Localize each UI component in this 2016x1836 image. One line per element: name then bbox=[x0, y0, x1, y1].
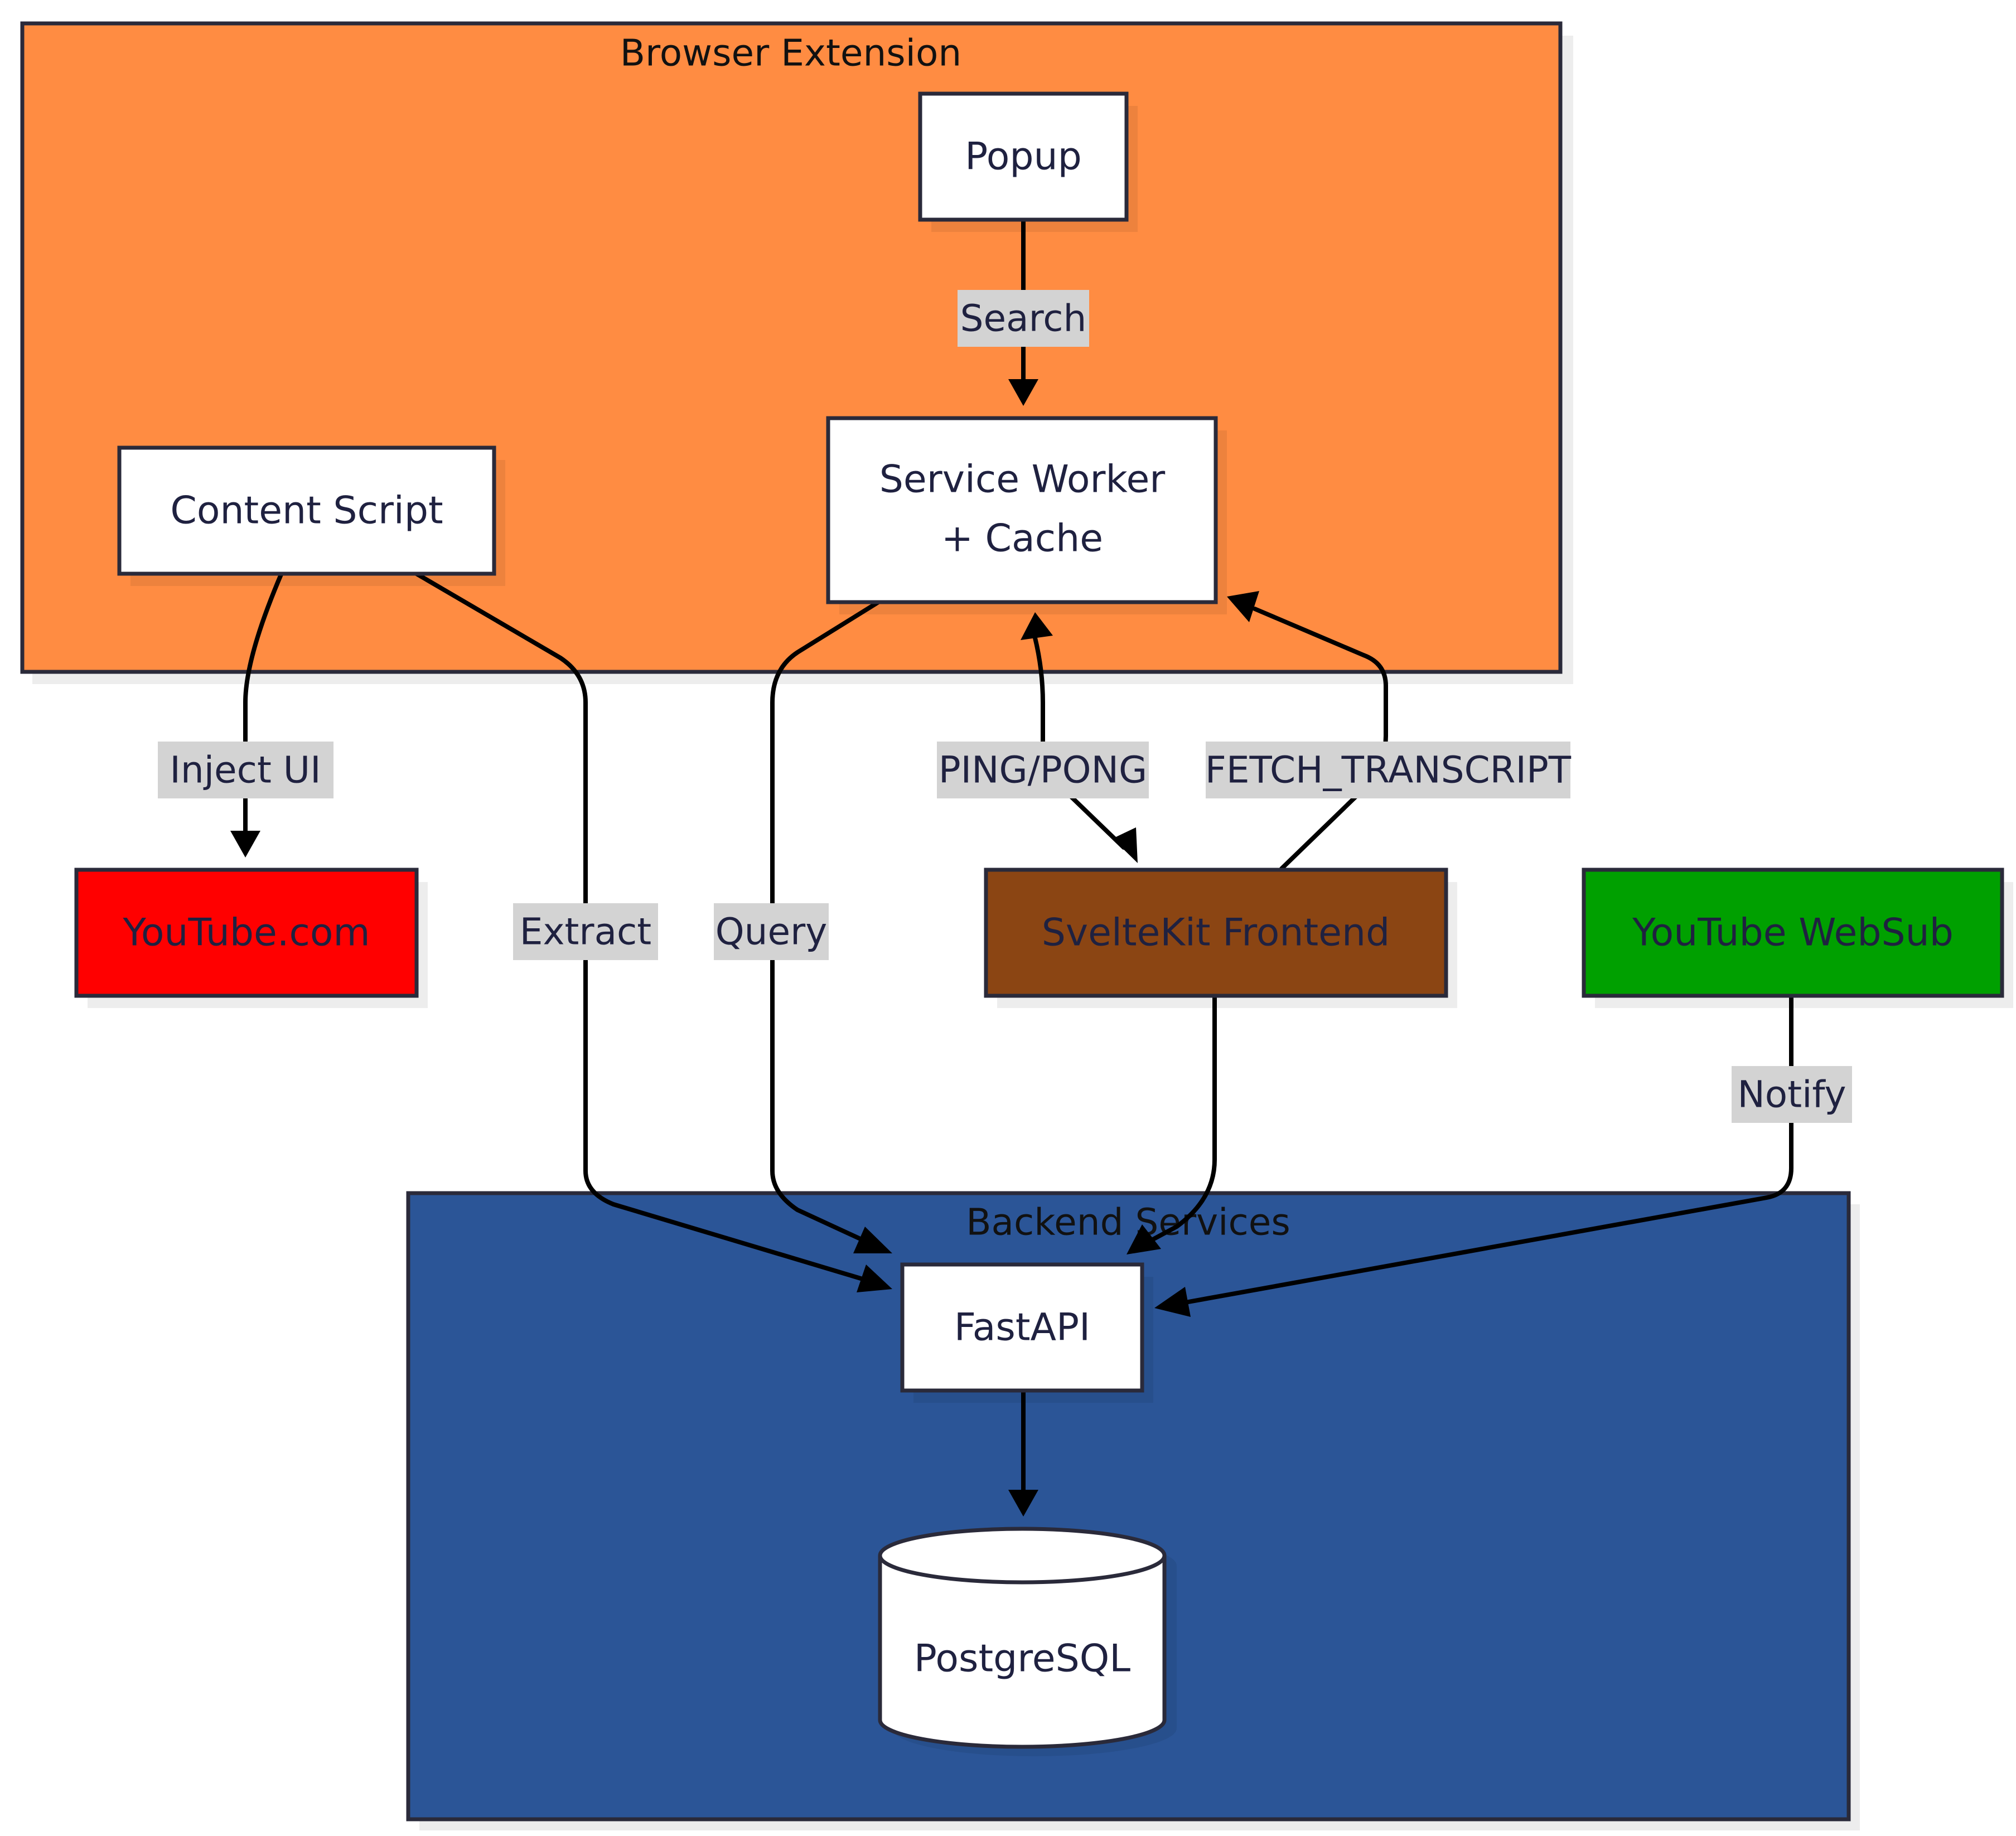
edge-notify bbox=[1180, 993, 1793, 1305]
edge-label-fetch-transcript: FETCH_TRANSCRIPT bbox=[1205, 742, 1572, 798]
edge-ping-pong-arrowhead-bottom bbox=[1113, 827, 1138, 863]
node-youtube-websub[interactable]: YouTube WebSub bbox=[1582, 868, 2013, 1008]
node-fastapi-label: FastAPI bbox=[954, 1306, 1090, 1350]
edge-notify-arrowhead bbox=[1154, 1287, 1191, 1317]
node-youtube-com-label: YouTube.com bbox=[122, 911, 370, 955]
edge-label-query: Query bbox=[714, 903, 829, 960]
svg-text:Notify: Notify bbox=[1737, 1073, 1846, 1116]
cluster-browser-extension-title: Browser Extension bbox=[620, 32, 961, 75]
edge-inject-ui-arrowhead bbox=[230, 831, 260, 858]
edge-labels: Search Inject UI Extract Query PING/PONG… bbox=[158, 290, 1852, 1123]
edge-fetch-transcript-arrowhead bbox=[1227, 591, 1259, 622]
node-content-script[interactable]: Content Script bbox=[117, 445, 505, 586]
node-sveltekit-frontend-label: SvelteKit Frontend bbox=[1042, 911, 1390, 955]
edge-search-arrowhead bbox=[1008, 379, 1038, 406]
node-service-worker[interactable]: Service Worker + Cache bbox=[826, 416, 1227, 614]
edge-fastapi-postgresql-arrowhead bbox=[1008, 1490, 1038, 1517]
cluster-backend-services: Backend Services bbox=[406, 1191, 1860, 1830]
svg-text:Search: Search bbox=[960, 297, 1087, 340]
edge-label-inject-ui: Inject UI bbox=[158, 742, 333, 798]
svg-text:Inject UI: Inject UI bbox=[170, 749, 321, 792]
cluster-backend-services-title: Backend Services bbox=[966, 1201, 1290, 1244]
edges bbox=[230, 219, 1793, 1517]
node-service-worker-label-line2: + Cache bbox=[941, 517, 1103, 561]
node-postgresql-label: PostgreSQL bbox=[914, 1637, 1130, 1681]
edge-label-ping-pong: PING/PONG bbox=[937, 742, 1149, 798]
svg-text:Query: Query bbox=[715, 910, 828, 953]
edge-label-extract: Extract bbox=[513, 903, 658, 960]
edge-ping-pong bbox=[1032, 633, 1126, 850]
edge-label-notify: Notify bbox=[1732, 1066, 1852, 1123]
edge-query-arrowhead bbox=[853, 1227, 892, 1253]
svg-text:FETCH_TRANSCRIPT: FETCH_TRANSCRIPT bbox=[1205, 749, 1572, 792]
node-content-script-label: Content Script bbox=[170, 489, 443, 533]
node-youtube-com[interactable]: YouTube.com bbox=[74, 868, 428, 1008]
cluster-browser-extension: Browser Extension bbox=[20, 21, 1573, 684]
node-postgresql[interactable]: PostgreSQL bbox=[878, 1527, 1177, 1756]
node-service-worker-label-line1: Service Worker bbox=[879, 458, 1166, 502]
edge-sveltekit-fastapi-arrowhead bbox=[1127, 1224, 1161, 1254]
edge-label-search: Search bbox=[958, 290, 1089, 347]
edge-sveltekit-fastapi bbox=[1145, 993, 1217, 1244]
svg-text:Extract: Extract bbox=[520, 910, 651, 953]
edge-extract-arrowhead bbox=[857, 1265, 892, 1292]
node-popup-label: Popup bbox=[965, 135, 1082, 179]
node-fastapi[interactable]: FastAPI bbox=[900, 1262, 1153, 1403]
edge-ping-pong-arrowhead-top bbox=[1021, 612, 1053, 640]
svg-text:PING/PONG: PING/PONG bbox=[939, 749, 1147, 792]
node-sveltekit-frontend[interactable]: SvelteKit Frontend bbox=[984, 868, 1457, 1008]
node-popup[interactable]: Popup bbox=[918, 91, 1138, 232]
edge-inject-ui bbox=[243, 571, 284, 833]
postgresql-cylinder-body bbox=[878, 1556, 1167, 1749]
edge-query bbox=[770, 600, 881, 1246]
node-youtube-websub-label: YouTube WebSub bbox=[1632, 911, 1954, 955]
postgresql-cylinder-top bbox=[878, 1527, 1167, 1585]
